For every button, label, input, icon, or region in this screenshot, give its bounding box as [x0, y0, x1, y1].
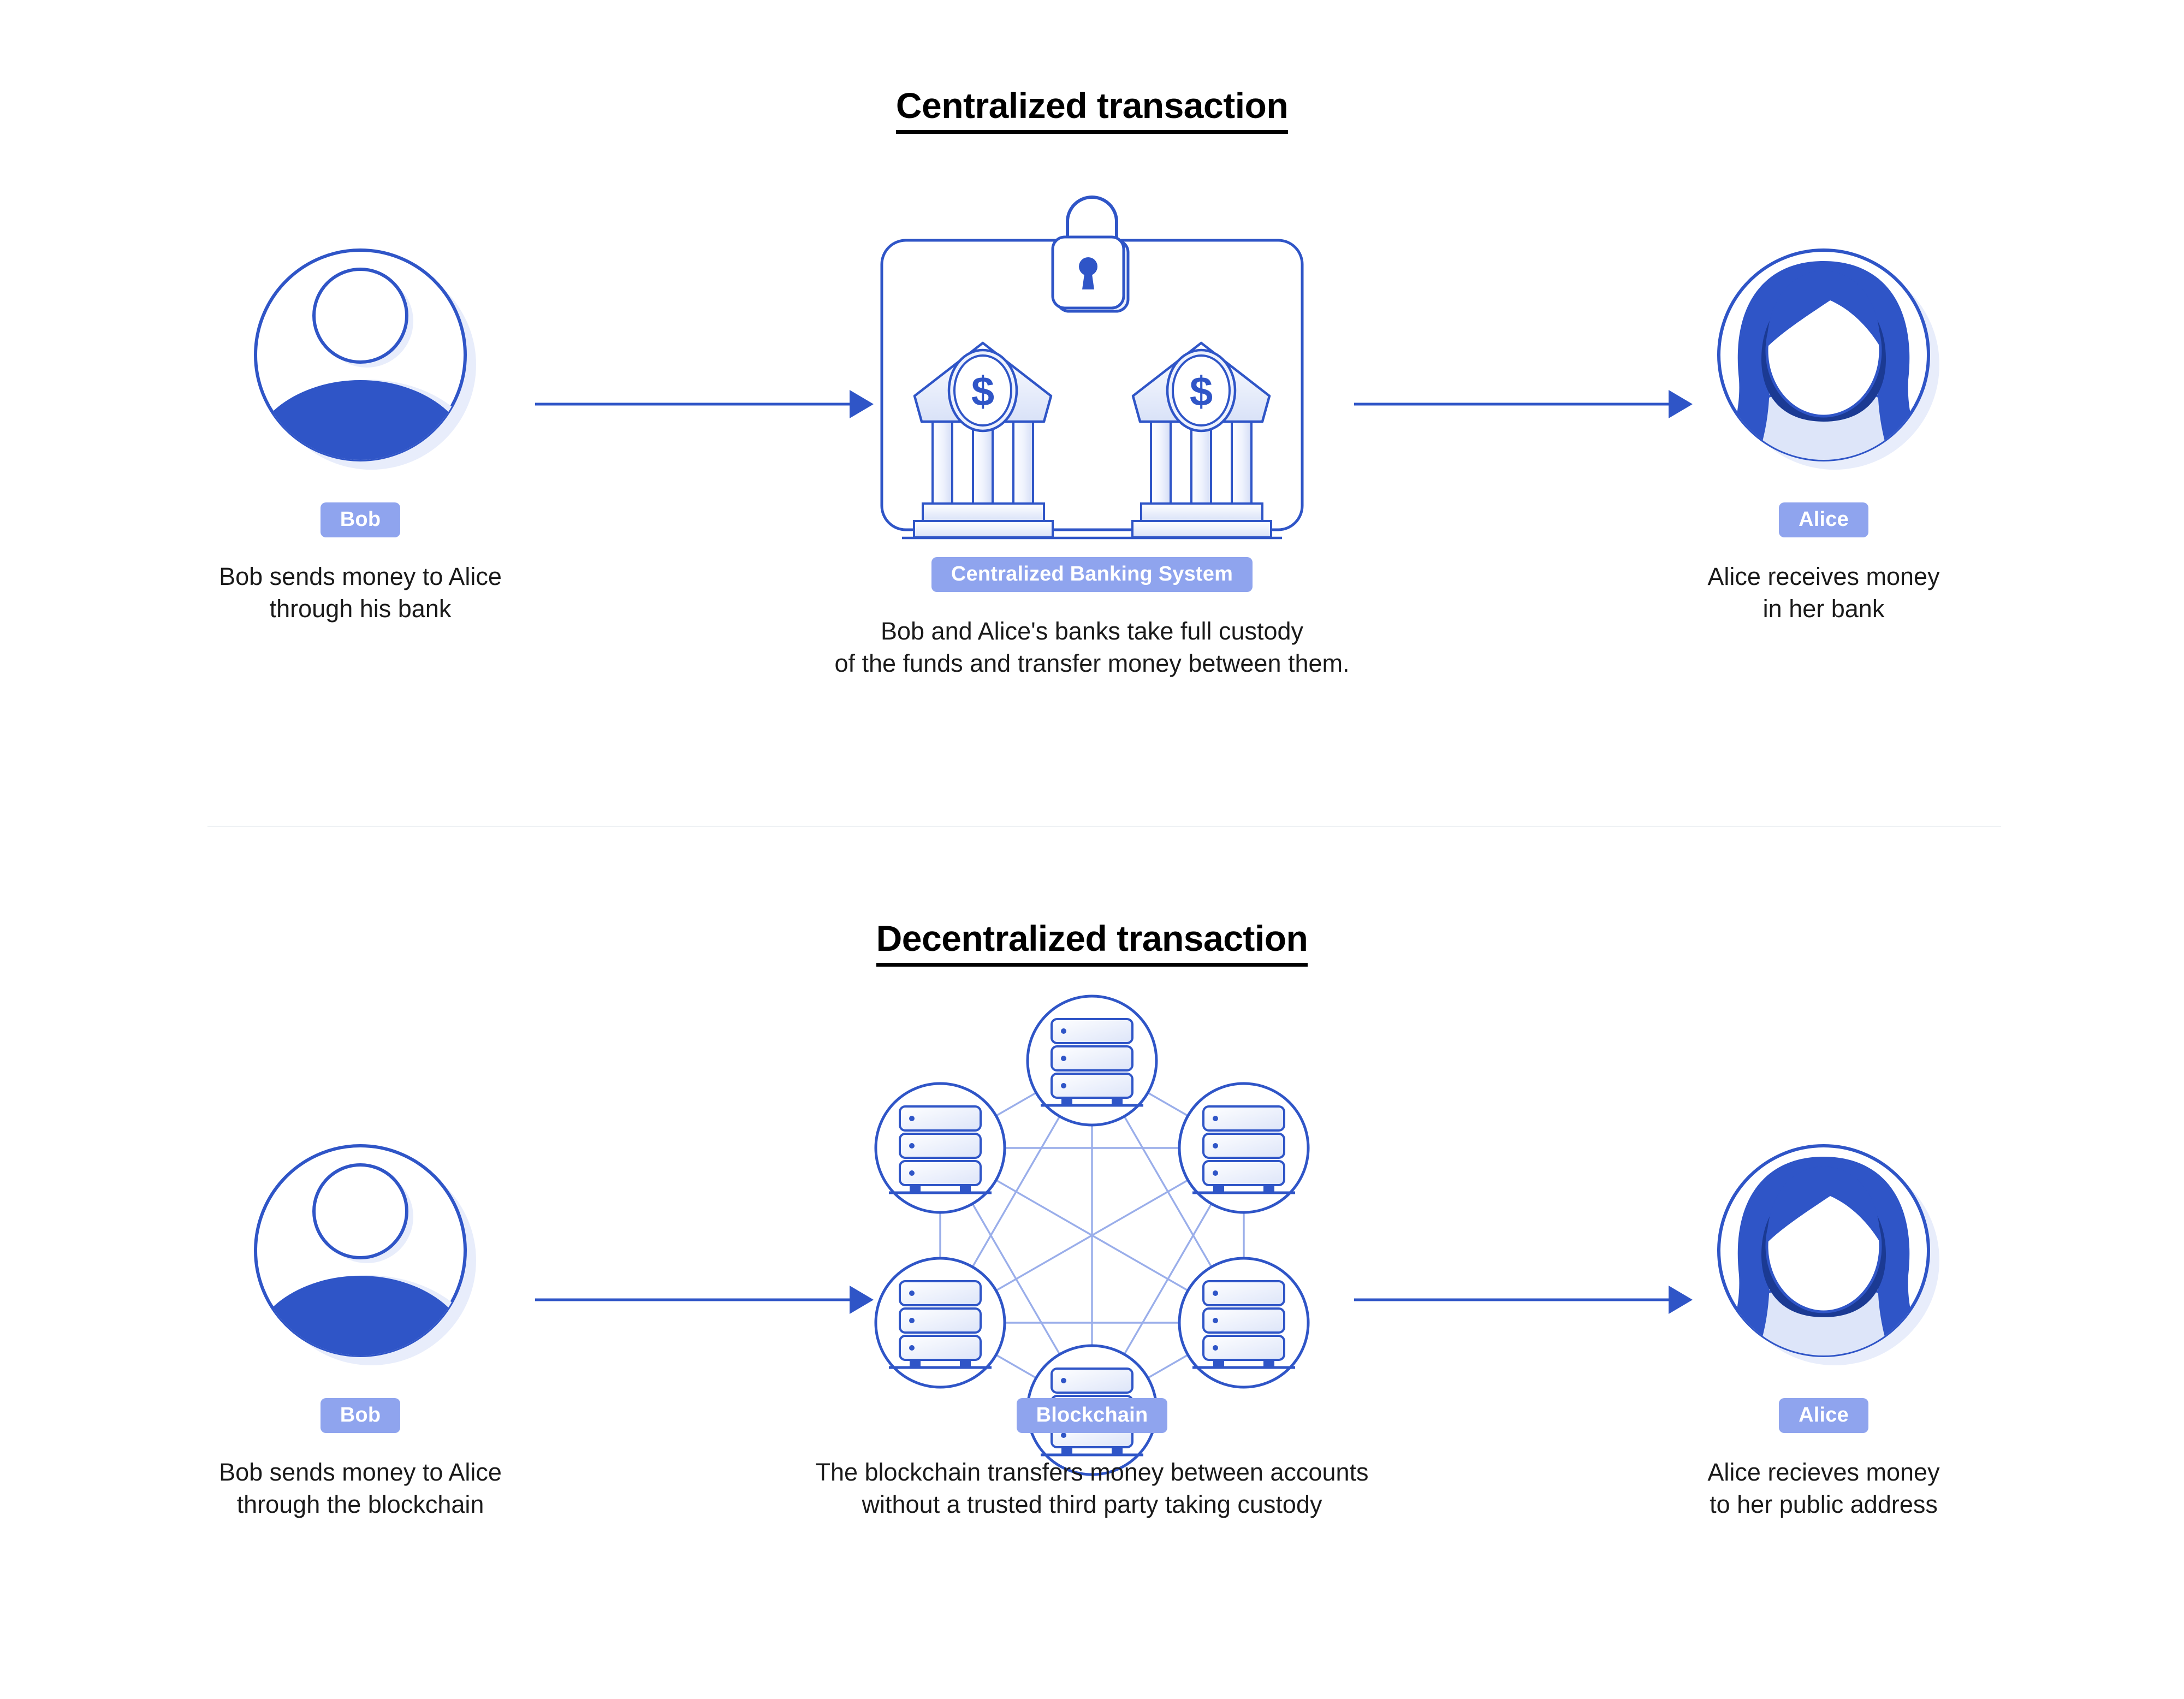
- caption-line: through the blockchain: [236, 1490, 484, 1519]
- bank-system-art: $ $: [819, 186, 1365, 557]
- badge-row-bob: Bob: [87, 502, 633, 546]
- caption-banking-system: Bob and Alice's banks take full custody …: [710, 615, 1474, 680]
- section-title-centralized: Centralized transaction: [0, 85, 2184, 134]
- bank-building-icon: $: [913, 341, 1054, 538]
- caption-line: Alice receives money: [1707, 563, 1940, 590]
- section-decentralized: Decentralized transaction: [0, 836, 2184, 1699]
- padlock-icon: [1051, 196, 1130, 313]
- badge-row-bob-2: Bob: [87, 1398, 633, 1442]
- step-banking-system: $ $: [819, 186, 1365, 680]
- server-node-icon: [1178, 1082, 1310, 1214]
- badge-centralized-banking-system: Centralized Banking System: [931, 557, 1253, 592]
- section-title-text: Centralized transaction: [895, 85, 1289, 134]
- person-avatar-bob-icon: [254, 1144, 476, 1365]
- badge-alice: Alice: [1779, 1398, 1868, 1433]
- step-blockchain: Blockchain The blockchain transfers mone…: [815, 988, 1369, 1521]
- badge-row-alice: Alice: [1551, 502, 2097, 546]
- step-bob-decentralized: Bob Bob sends money to Alice through the…: [87, 1114, 633, 1521]
- caption-bob-decentralized: Bob sends money to Alice through the blo…: [87, 1456, 633, 1521]
- person-avatar-alice-icon: [1717, 1144, 1939, 1365]
- caption-line: Bob sends money to Alice: [219, 1458, 502, 1486]
- section-centralized: Centralized transaction: [0, 0, 2184, 836]
- caption-line: The blockchain transfers money between a…: [815, 1458, 1369, 1486]
- section-divider: [207, 826, 2001, 827]
- badge-row-alice-2: Alice: [1551, 1398, 2097, 1442]
- server-node-icon: [874, 1082, 1006, 1214]
- caption-bob-centralized: Bob sends money to Alice through his ban…: [87, 560, 633, 625]
- step-bob-centralized: Bob Bob sends money to Alice through his…: [87, 218, 633, 625]
- caption-line: in her bank: [1762, 595, 1885, 623]
- bank-building-icon: $: [1131, 341, 1272, 538]
- badge-row-blockchain: Blockchain: [819, 1398, 1365, 1442]
- dollar-coin-icon: $: [1190, 369, 1213, 415]
- caption-line: of the funds and transfer money between …: [834, 649, 1350, 678]
- caption-blockchain: The blockchain transfers money between a…: [710, 1456, 1474, 1521]
- badge-bob: Bob: [320, 1398, 401, 1433]
- server-node-icon: [1026, 994, 1158, 1127]
- right-arrow-icon-4: [1354, 1283, 1693, 1316]
- right-arrow-icon-3: [535, 1283, 874, 1316]
- caption-line: without a trusted third party taking cus…: [862, 1490, 1322, 1519]
- blockchain-art: [819, 988, 1365, 1476]
- caption-alice-centralized: Alice receives money in her bank: [1551, 560, 2097, 625]
- alice-avatar-art-2: [1551, 1114, 2097, 1398]
- caption-line: through his bank: [269, 595, 452, 623]
- centralized-bank-system-icon: $ $: [880, 196, 1304, 540]
- caption-line: Bob sends money to Alice: [219, 563, 502, 590]
- dollar-coin-icon: $: [971, 369, 994, 415]
- caption-line: Bob and Alice's banks take full custody: [880, 617, 1304, 645]
- badge-alice: Alice: [1779, 502, 1868, 537]
- server-node-icon: [874, 1257, 1006, 1389]
- caption-alice-decentralized: Alice recieves money to her public addre…: [1551, 1456, 2097, 1521]
- badge-row-banking: Centralized Banking System: [819, 557, 1365, 601]
- badge-blockchain: Blockchain: [1016, 1398, 1168, 1433]
- person-avatar-alice-icon: [1717, 248, 1939, 470]
- badge-bob: Bob: [320, 502, 401, 537]
- bob-avatar-art: [87, 218, 633, 502]
- caption-line: to her public address: [1710, 1490, 1938, 1519]
- right-arrow-icon-1: [535, 388, 874, 421]
- step-alice-decentralized: Alice Alice recieves money to her public…: [1551, 1114, 2097, 1521]
- caption-line: Alice recieves money: [1707, 1458, 1940, 1486]
- bob-avatar-art-2: [87, 1114, 633, 1398]
- person-avatar-bob-icon: [254, 248, 476, 470]
- section-title-text: Decentralized transaction: [876, 917, 1308, 967]
- step-alice-centralized: Alice Alice receives money in her bank: [1551, 218, 2097, 625]
- alice-avatar-art: [1551, 218, 2097, 502]
- server-node-icon: [1178, 1257, 1310, 1389]
- section-title-decentralized: Decentralized transaction: [0, 917, 2184, 967]
- blockchain-network-icon: [874, 994, 1310, 1476]
- right-arrow-icon-2: [1354, 388, 1693, 421]
